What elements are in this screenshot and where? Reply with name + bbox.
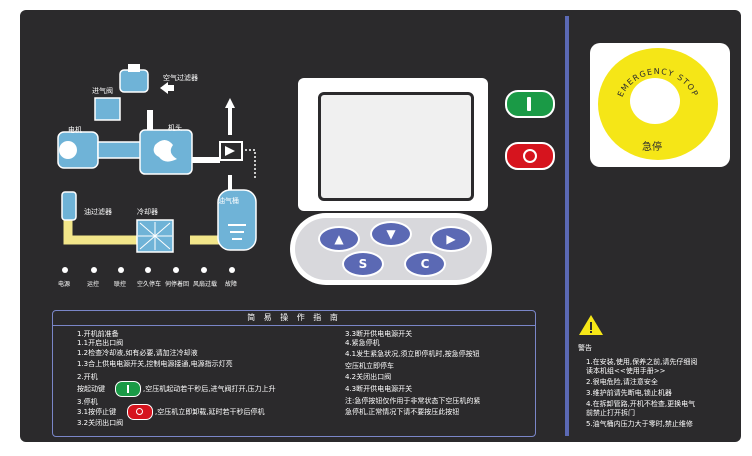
guide-left-line: 按起动键 (77, 385, 105, 393)
key-set[interactable]: S (342, 251, 384, 277)
key-down[interactable]: ▼ (370, 221, 412, 247)
warning-line: 5.油气桶内压力大于零时,禁止维修 (586, 420, 693, 428)
label-oil-tank: 油气桶 (218, 197, 239, 205)
guide-left-line: 1.开机前准备 (77, 330, 119, 338)
warning-line: 读本机组<<使用手册>> (586, 367, 666, 375)
led-power (62, 267, 68, 273)
led-fan-overload (201, 267, 207, 273)
guide-left-line: 2.开机 (77, 373, 98, 381)
guide-left-line: 3.停机 (77, 398, 98, 406)
label-air-filter: 空气过滤器 (163, 74, 198, 82)
guide-right-line: 4.2关闭出口阀 (345, 373, 392, 381)
led-fault (229, 267, 235, 273)
warning-line: 3.维护前请先断电,锁止机器 (586, 389, 672, 397)
guide-left-line: 1.3合上供电电源开关,控制电源接通,电源指示灯亮 (77, 360, 233, 368)
estop-label: 急停 (642, 142, 662, 153)
warning-line: 2.很电危险,请注意安全 (586, 378, 658, 386)
intake-valve-shape (94, 97, 121, 121)
air-filter-shape (119, 69, 149, 93)
guide-start-icon (115, 381, 141, 397)
guide-title: 简 易 操 作 指 南 (247, 313, 341, 322)
guide-right-line: 4.1发生紧急状况,须立即停机时,按急停按钮 (345, 350, 480, 358)
operation-guide: 简 易 操 作 指 南 1.开机前准备 1.1开启出口阀 1.2检查冷却液,如有… (52, 310, 536, 437)
panel-divider (565, 16, 569, 436)
guide-right-line: 空压机立即停车 (345, 362, 394, 370)
key-up[interactable]: ▲ (318, 226, 360, 252)
stop-button[interactable] (505, 142, 555, 170)
led-link (118, 267, 124, 273)
guide-right-line: 注:急停按钮仅作用于非常状态下空压机的紧 (345, 397, 481, 405)
label-cooler: 冷却器 (137, 208, 158, 216)
led-standby (173, 267, 179, 273)
guide-stop-icon (127, 404, 153, 420)
warning-line: 前禁止打开拆门 (586, 409, 635, 417)
guide-right-line: 4.3断开供电电源开关 (345, 385, 413, 393)
guide-left-line: ,空压机立即卸载,延时若干秒后停机 (155, 408, 265, 416)
led-label-idle-stop: 空久停车 (137, 281, 162, 288)
key-right[interactable]: ▶ (430, 226, 472, 252)
warning-title: 警告 (578, 344, 592, 352)
lcd-bezel (298, 78, 488, 211)
led-label-fault: 故障 (225, 281, 238, 288)
led-label-standby: 伺停着回 (165, 281, 190, 288)
guide-right-line: 4.紧急停机 (345, 339, 380, 347)
oil-tank-shape (217, 189, 257, 251)
led-idle-stop (145, 267, 151, 273)
guide-left-line: 3.2关闭出口阀 (77, 419, 124, 427)
guide-left-line: 1.2检查冷却液,如有必要,请加注冷却液 (77, 349, 198, 357)
guide-right-line: 急停机,正常情况下请不要按压此按钮 (345, 408, 460, 416)
label-airend: 机头 (168, 124, 182, 132)
emergency-stop-button[interactable] (630, 78, 680, 124)
warning-triangle-icon (579, 315, 603, 335)
label-intake-valve: 进气阀 (92, 87, 113, 95)
warning-line: 1.在安装,使用,保养之前,请先仔细阅 (586, 358, 698, 366)
lcd-display (318, 92, 474, 201)
guide-right-line: 3.3断开供电电源开关 (345, 330, 413, 338)
guide-left-line: ,空压机起动若干秒后,进气阀打开,压力上升 (143, 385, 276, 393)
led-label-power: 电源 (58, 281, 71, 288)
warning-line: 4.在拆卸管路,开机不检查,更换电气 (586, 400, 696, 408)
label-motor: 电机 (68, 126, 82, 134)
oil-filter-shape (61, 191, 77, 221)
label-oil-filter: 油过滤器 (84, 208, 112, 216)
compressor-flow-diagram (57, 64, 257, 253)
led-label-fan-overload: 风扇过载 (193, 281, 218, 288)
led-label-run: 运控 (87, 281, 100, 288)
led-run (91, 267, 97, 273)
guide-left-line: 1.1开启出口阀 (77, 339, 124, 347)
start-icon (527, 97, 531, 111)
start-button[interactable] (505, 90, 555, 118)
led-label-link: 联控 (114, 281, 127, 288)
stop-icon (523, 149, 537, 163)
guide-left-line: 3.1按停止键 (77, 408, 117, 416)
key-cancel[interactable]: C (404, 251, 446, 277)
